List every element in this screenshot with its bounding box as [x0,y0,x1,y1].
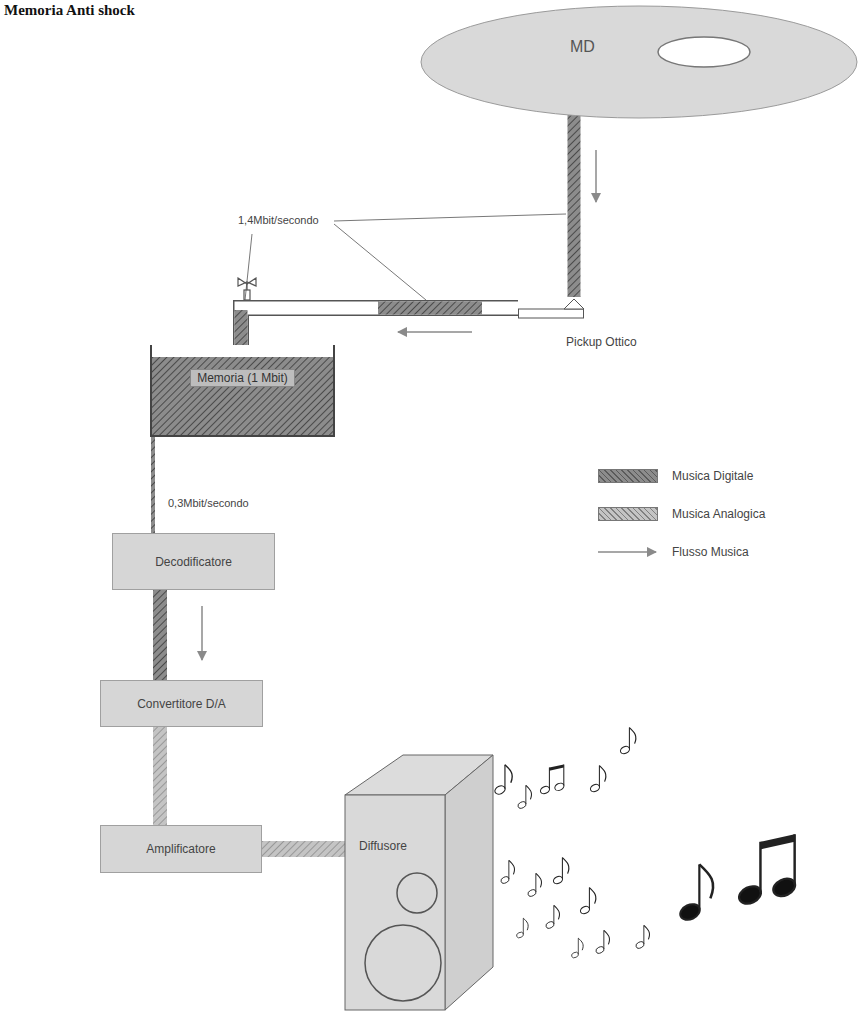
music-note [595,930,610,954]
node-label: Diffusore [359,839,407,853]
music-note [678,864,713,922]
music-flow-connector [160,727,161,825]
legend-swatch [598,507,658,521]
flow-arrow [398,331,472,333]
process-box: Convertitore D/A [100,680,263,727]
pipe-outline [241,308,518,345]
legend-text: Musica Analogica [672,507,765,521]
music-note [527,873,542,897]
rate-label: 0,3Mbit/secondo [166,497,251,509]
music-note [545,905,560,929]
node-label: Memoria (1 Mbit) [190,369,295,387]
leader-lines [241,214,566,338]
legend-swatch [598,469,658,483]
music-band [262,841,345,857]
node-label: Convertitore D/A [137,697,226,711]
music-note [500,860,515,884]
music-note [517,785,532,809]
pickup-outline [518,297,584,319]
legend-item: Flusso Musica [598,545,749,559]
legend-text: Musica Digitale [672,469,753,483]
music-note [736,834,798,907]
music-flow-connector [574,115,596,297]
music-band [153,727,167,825]
music-note [494,765,513,796]
music-flow-connector [160,590,202,680]
music-note [539,764,565,795]
pickup-node: Pickup Ottico [518,297,584,319]
process-box: Decodificatore [112,533,275,590]
music-note [619,728,636,755]
tank-node: Memoria (1 Mbit) [150,345,335,437]
pipe-data [378,302,482,315]
music-note [571,938,583,959]
legend-item: Musica Digitale [598,469,753,483]
flow-arrow [201,606,203,660]
legend-arrow [598,545,658,559]
diagram-title: Memoria Anti shock [4,2,135,19]
music-flow-connector [262,849,345,850]
speaker-outline [345,795,445,1010]
node-label: Amplificatore [146,842,215,856]
disc-outline [420,4,858,120]
music-band [151,435,155,533]
legend-item: Musica Analogica [598,507,765,521]
node-label: Decodificatore [155,555,232,569]
music-flow-connector [241,308,518,345]
music-note [589,766,606,793]
music-note [516,918,528,939]
disc-node: MD [420,4,858,120]
node-label: Pickup Ottico [566,335,637,349]
music-band [568,115,581,297]
music-note [552,858,569,885]
pipe-body [241,308,518,345]
pipe-data [235,310,248,345]
speaker-node: Diffusore [345,795,445,1010]
process-box: Amplificatore [100,825,262,873]
rate-label: 1,4Mbit/secondo [236,214,321,226]
tank-outline [150,345,335,437]
music-notes [494,728,798,959]
music-note [579,888,596,915]
node-label: MD [570,38,595,56]
flow-arrow [595,150,597,202]
music-band [153,590,167,680]
legend-text: Flusso Musica [672,545,749,559]
music-note [635,925,650,949]
music-flow-connector [153,435,154,533]
